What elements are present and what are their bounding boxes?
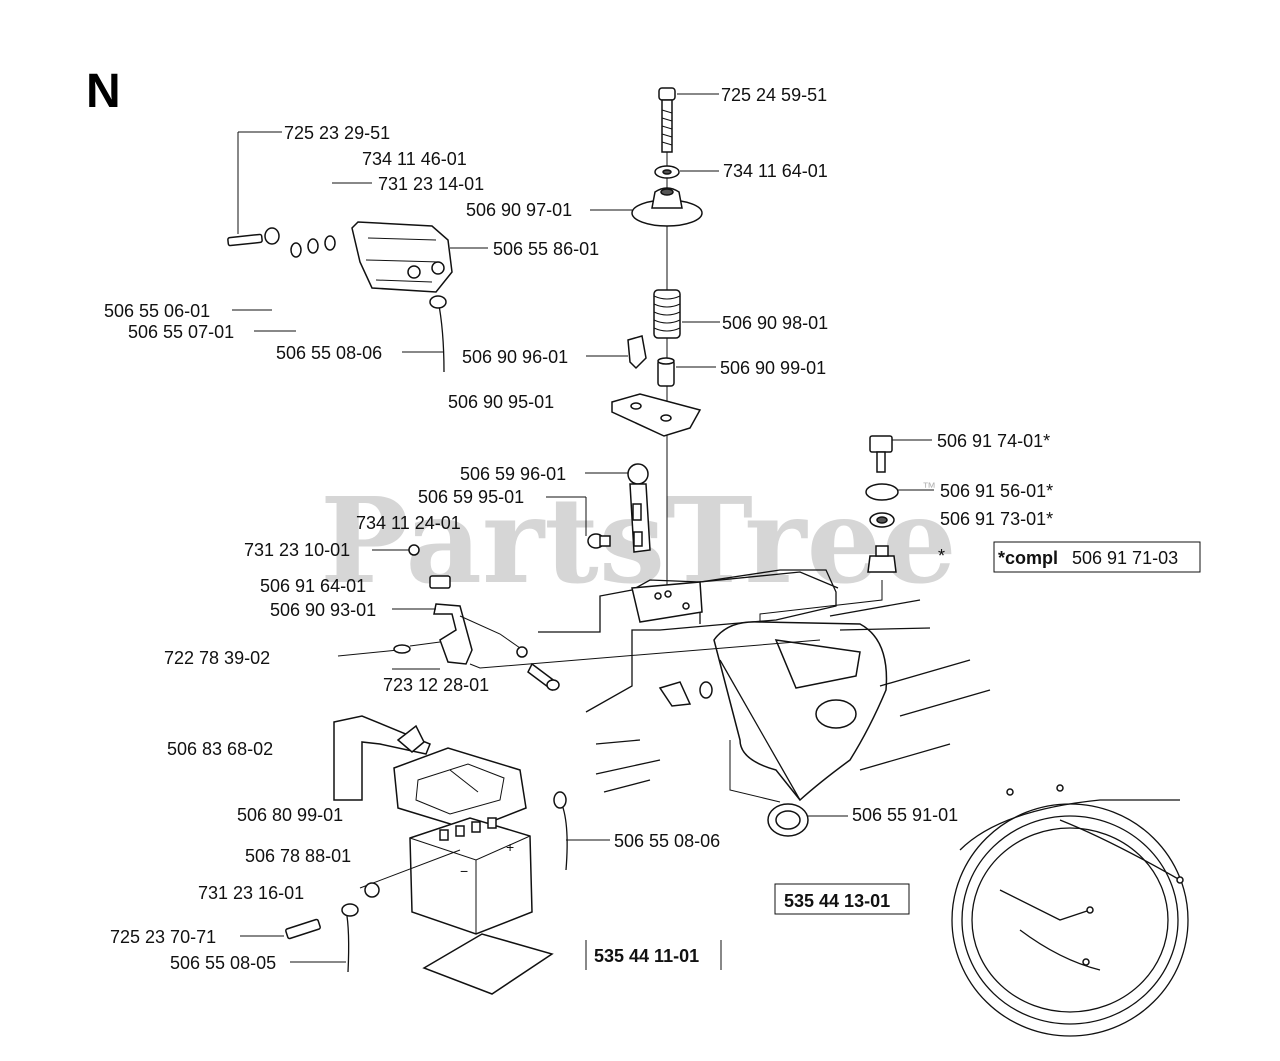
label-506-55-06-01: 506 55 06-01 [104,301,210,321]
battery-section: + − [240,715,610,995]
label-725-24-59-51: 725 24 59-51 [721,85,827,105]
label-734-11-46-01: 734 11 46-01 [362,149,467,169]
screw-icon [227,233,263,247]
label-506-55-08-06-bottom: 506 55 08-06 [614,831,720,851]
label-506-55-07-01: 506 55 07-01 [128,322,234,342]
label-506-91-73-01: 506 91 73-01* [940,509,1053,529]
label-725-23-70-71: 725 23 70-71 [110,927,216,947]
key-switch-parts [759,435,1201,624]
label-506-80-99-01: 506 80 99-01 [237,805,343,825]
connector-icon [429,575,451,589]
svg-text:−: − [460,863,468,879]
nut-icon [264,227,280,245]
trademark-symbol: ™ [922,479,936,495]
label-506-91-56-01: 506 91 56-01* [940,481,1053,501]
harness-loop-icon [951,803,1189,1037]
cable-negative-icon [345,909,350,973]
label-506-90-98-01: 506 90 98-01 [722,313,828,333]
knob-icon [627,463,649,485]
label-506-59-95-01: 506 59 95-01 [418,487,524,507]
label-725-23-29-51: 725 23 29-51 [284,123,390,143]
label-compl-number: 506 91 71-03 [1072,548,1178,568]
label-506-90-96-01: 506 90 96-01 [462,347,568,367]
label-731-23-14-01: 731 23 14-01 [378,174,484,194]
label-731-23-16-01: 731 23 16-01 [198,883,304,903]
compl-kit-box [993,541,1201,573]
label-723-12-28-01: 723 12 28-01 [383,675,489,695]
mower-body [538,569,991,802]
label-731-23-10-01: 731 23 10-01 [244,540,350,560]
battery-cover-icon [393,747,527,831]
label-kit-535-44-13-01: 535 44 13-01 [784,891,890,911]
label-kit-535-44-11-01: 535 44 11-01 [594,946,699,966]
lock-body-icon [867,555,897,573]
spring-icon [653,289,681,339]
label-asterisk: * [938,546,945,566]
pin-icon [337,649,399,657]
part-labels: 725 24 59-51 734 11 64-01 506 90 97-01 5… [104,85,1178,973]
lever-hardware [337,463,821,692]
svg-text:+: + [506,839,514,855]
cable-positive-icon [559,799,568,871]
label-506-55-86-01: 506 55 86-01 [493,239,599,259]
ignition-switch-icon [351,221,453,293]
label-506-83-68-02: 506 83 68-02 [167,739,273,759]
center-column-parts [611,87,703,600]
latch-icon [627,335,647,370]
label-506-55-91-01: 506 55 91-01 [852,805,958,825]
key-icon [869,435,893,453]
label-506-55-08-05: 506 55 08-05 [170,953,276,973]
label-506-90-95-01: 506 90 95-01 [448,392,554,412]
label-506-90-97-01: 506 90 97-01 [466,200,572,220]
bracket-icon [433,603,473,665]
bolt-head-icon [658,87,676,101]
label-722-78-39-02: 722 78 39-02 [164,648,270,668]
nut-ring-icon [865,483,899,501]
plate-icon [611,393,702,437]
wire-icon [437,299,445,373]
nut-small-icon [408,544,420,556]
label-506-90-99-01: 506 90 99-01 [720,358,826,378]
label-506-55-08-06-top: 506 55 08-06 [276,343,382,363]
manual-icon [422,933,554,995]
section-letter: N [86,65,121,118]
kit-box-535-44-13-01 [774,883,910,915]
label-734-11-64-01: 734 11 64-01 [723,161,828,181]
mount-plate-icon [631,581,703,623]
label-506-78-88-01: 506 78 88-01 [245,846,351,866]
bearing-part [729,740,848,837]
label-compl-prefix: *compl [998,548,1058,568]
wiring-harness [951,784,1189,1037]
label-506-59-96-01: 506 59 96-01 [460,464,566,484]
label-506-91-74-01: 506 91 74-01* [937,431,1050,451]
label-506-90-93-01: 506 90 93-01 [270,600,376,620]
label-506-91-64-01: 506 91 64-01 [260,576,366,596]
label-734-11-24-01: 734 11 24-01 [356,513,461,533]
battery-icon [409,817,533,935]
switch-assembly [227,131,488,373]
